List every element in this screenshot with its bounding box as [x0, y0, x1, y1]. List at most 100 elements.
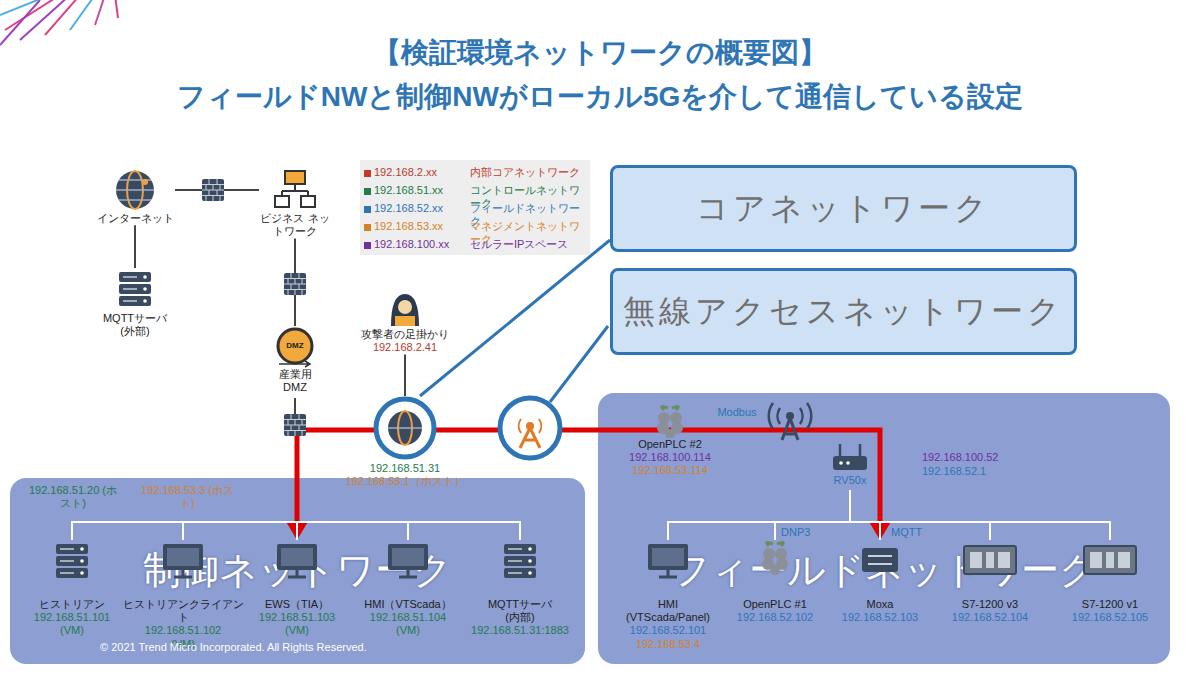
text: 攻撃者の足掛かり [345, 328, 465, 341]
monitor-icon [148, 540, 218, 598]
wire [294, 398, 296, 414]
device-node: ヒストリアンクライアント192.168.51.102 (VM) [121, 540, 245, 651]
callout-box: 無線アクセスネットワーク [610, 268, 1077, 355]
text: EWS（TIA） [247, 598, 347, 611]
callout-box: コアネットワーク [610, 165, 1077, 252]
device-node: OpenPLC #2192.168.100.114192.168.53.114 [620, 404, 720, 478]
label: 192.168.52.xx [374, 202, 468, 215]
text: 192.168.53.1（ホスト） [340, 475, 470, 488]
leader-line [550, 326, 608, 402]
text: インターネット [95, 212, 175, 225]
rasp-icon [635, 404, 705, 438]
label: 192.168.100.52 [922, 451, 1032, 464]
text: コアネットワーク [696, 189, 991, 227]
text: 192.168.52.101 [613, 624, 723, 637]
label: DMZ [280, 341, 310, 351]
antenna-icon [500, 398, 560, 458]
connector [135, 225, 136, 268]
legend-swatch [364, 206, 371, 213]
server-icon [37, 540, 107, 598]
router-node: RV50x [822, 440, 878, 487]
internet-node: インターネット [95, 168, 175, 225]
connector [420, 240, 610, 396]
device-node: HMI（VTScada）192.168.51.104 (VM) [358, 540, 458, 638]
text: 192.168.51.103 (VM) [252, 611, 342, 637]
legend-swatch [364, 170, 371, 177]
label: MQTT [891, 526, 931, 539]
label: 192.168.100.xx [374, 238, 468, 251]
device-node: S7-1200 v1192.168.52.105 [1060, 540, 1160, 624]
text: RV50x [822, 474, 878, 487]
connector-line [420, 240, 610, 396]
text: HMI (VTScada/Panel) [623, 598, 713, 624]
org-icon [260, 168, 330, 212]
text: ヒストリアン [22, 598, 122, 611]
text: HMI（VTScada） [358, 598, 458, 611]
server-icon [485, 540, 555, 598]
dmz-node: 産業用 DMZ [260, 326, 330, 394]
subtitle: フィールドNWと制御NWがローカル5Gを介して通信している設定 [0, 80, 1200, 114]
label: Modbus [712, 406, 762, 419]
text: 192.168.51.104 (VM) [363, 611, 453, 637]
label: 192.168.51.xx [374, 184, 468, 197]
text: S7-1200 v3 [940, 598, 1040, 611]
text: 192.168.2.41 [345, 341, 465, 354]
device-node: MQTTサーバ (内部)192.168.51.31:1883 [465, 540, 575, 638]
attacker-node: 攻撃者の足掛かり192.168.2.41 [345, 292, 465, 354]
text: 192.168.51.101 (VM) [27, 611, 117, 637]
text: OpenPLC #1 [725, 598, 825, 611]
device-node: Moxa192.168.52.103 [830, 540, 930, 624]
text: 192.168.52.105 [1060, 611, 1160, 624]
server-icon [100, 268, 170, 312]
text: OpenPLC #2 [620, 438, 720, 451]
firewall-icon [202, 179, 224, 201]
connector-line [134, 225, 136, 268]
text: 無線アクセスネットワーク [623, 292, 1064, 330]
text: 192.168.52.104 [940, 611, 1040, 624]
firewall-icon [284, 414, 306, 436]
text: 192.168.52.102 [725, 611, 825, 624]
label: 192.168.51.20 (ホスト) [28, 484, 118, 510]
text: ヒストリアンクライアント [121, 598, 245, 624]
connector-line [404, 354, 406, 396]
text: 192.168.100.114 [620, 451, 720, 464]
plc-icon [955, 540, 1025, 598]
corner-burst [0, 0, 118, 45]
device-node: ヒストリアン192.168.51.101 (VM) [22, 540, 122, 638]
label: 192.168.52.1 [922, 465, 1032, 478]
text: 192.168.53.114 [620, 464, 720, 477]
device-node: S7-1200 v3192.168.52.104 [940, 540, 1040, 624]
core-node: 192.168.51.31192.168.53.1（ホスト） [340, 396, 470, 488]
text: 192.168.51.31:1883 [465, 624, 575, 637]
legend-swatch [364, 188, 371, 195]
label: 192.168.53.3 (ホスト) [140, 484, 235, 510]
device-node: OpenPLC #1192.168.52.102 [725, 540, 825, 624]
monitor-icon [262, 540, 332, 598]
text: 192.168.51.31 [340, 462, 470, 475]
connector [405, 354, 406, 396]
globe-icon [100, 168, 170, 212]
business-node: ビジネス ネットワーク [259, 168, 331, 238]
firewall-icon [284, 273, 306, 295]
text: MQTTサーバ (外部) [95, 312, 175, 338]
legend-text: 内部コアネットワーク [470, 166, 588, 179]
device-node: HMI (VTScada/Panel)192.168.52.101192.168… [613, 540, 723, 651]
rasp-icon [740, 540, 810, 598]
text: Moxa [830, 598, 930, 611]
label: DNP3 [781, 526, 821, 539]
monitor-icon [633, 540, 703, 598]
core-icon [370, 396, 440, 462]
text: ビジネス ネットワーク [259, 212, 331, 238]
plc-icon [1075, 540, 1145, 598]
text: MQTTサーバ (内部) [485, 598, 555, 624]
label: 192.168.2.xx [374, 166, 468, 179]
monitor-icon [373, 540, 443, 598]
moxa-icon [845, 540, 915, 598]
router-icon [822, 440, 878, 474]
text: S7-1200 v1 [1060, 598, 1160, 611]
label: © 2021 Trend Micro Incorporated. All Rig… [100, 641, 480, 654]
text: 192.168.52.103 [830, 611, 930, 624]
text: 192.168.53.4 [613, 638, 723, 651]
title: 【検証環境ネットワークの概要図】 [0, 36, 1200, 70]
legend-swatch [364, 224, 371, 231]
